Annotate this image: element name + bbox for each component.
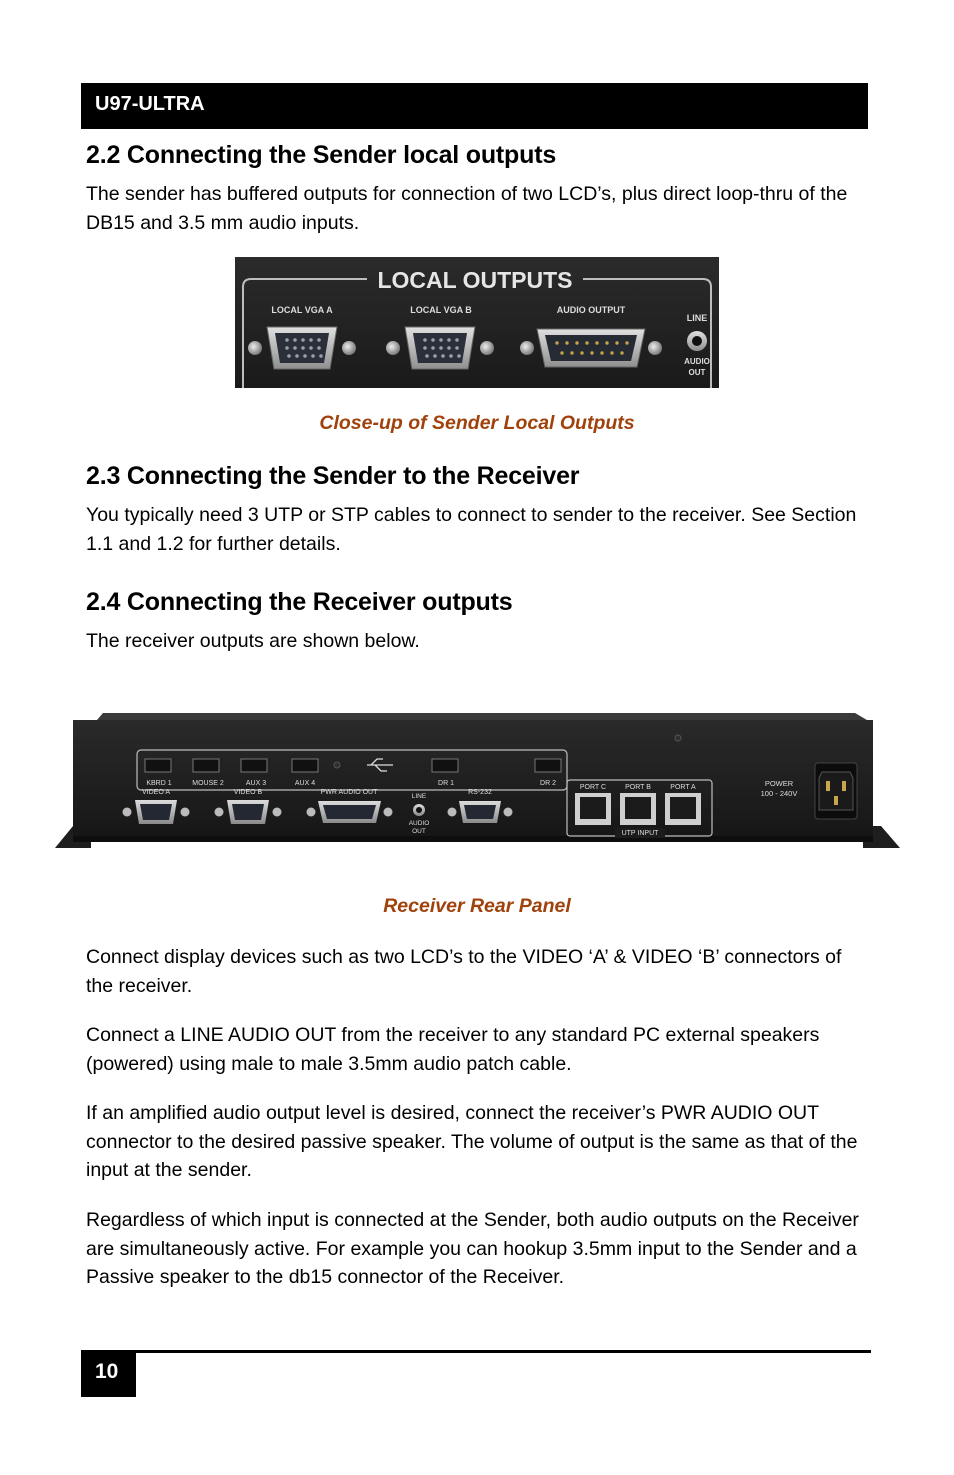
section-title-2-4: 2.4 Connecting the Receiver outputs [86,588,513,616]
paragraph-line-audio: Connect a LINE AUDIO OUT from the receiv… [86,1024,820,1075]
section-2-3-text: You typically need 3 UTP or STP cables t… [86,504,857,555]
power-inlet [814,762,858,820]
panel-title: LOCAL OUTPUTS [377,267,572,293]
pwr-audio-out-connector [306,801,393,823]
usb-label-dr2: DR 2 [540,780,556,787]
video-b-connector [214,800,282,824]
label-local-vga-a: LOCAL VGA A [271,305,333,315]
local-vga-b-connector [386,326,494,370]
paragraph-pwr-audio: If an amplified audio output level is de… [86,1102,858,1181]
label-video-a: VIDEO A [142,789,170,796]
label-rs232: RS-232 [468,789,492,796]
audio-output-connector [520,328,662,368]
label-utp-input: UTP INPUT [622,830,660,837]
label-video-b: VIDEO B [234,789,263,796]
footer-rule [81,1350,871,1353]
utp-ports [575,793,701,825]
local-vga-a-connector [248,326,356,370]
paragraph-both-outputs: Regardless of which input is connected a… [86,1209,859,1288]
usb-label-kbrd1: KBRD 1 [146,780,171,787]
usb-ports [144,758,562,773]
label-out: OUT [412,828,426,835]
usb-label-aux4: AUX 4 [295,780,315,787]
label-out: OUT [689,368,706,377]
page-number-box: 10 [81,1351,136,1397]
receiver-rear-panel-photo: KBRD 1 MOUSE 2 AUX 3 AUX 4 DR 1 DR 2 VID… [55,713,900,848]
label-power-range: 100 - 240V [761,789,798,798]
label-local-vga-b: LOCAL VGA B [410,305,472,315]
usb-label-aux3: AUX 3 [246,780,266,787]
label-audio: AUDIO [684,357,710,366]
section-title-2-2: 2.2 Connecting the Sender local outputs [86,141,557,169]
header-title: U97-ULTRA [95,93,205,115]
usb-label-dr1: DR 1 [438,780,454,787]
line-audio-out-jack [687,331,707,351]
label-audio: AUDIO [409,820,430,827]
label-port-c: PORT C [580,784,606,791]
section-2-4-text: The receiver outputs are shown below. [86,630,420,652]
label-pwr-audio-out: PWR AUDIO OUT [321,789,379,796]
section-title-2-3: 2.3 Connecting the Sender to the Receive… [86,462,580,490]
rs232-connector [447,801,513,823]
label-port-b: PORT B [625,784,651,791]
label-port-a: PORT A [670,784,696,791]
paragraph-video-connect: Connect display devices such as two LCD’… [86,946,842,997]
sender-local-outputs-photo: LOCAL OUTPUTS LOCAL VGA A LOCAL VGA B AU… [235,257,719,388]
label-power: POWER [765,779,794,788]
line-audio-out-jack [413,804,425,816]
video-a-connector [122,800,190,824]
label-line: LINE [412,793,427,800]
section-2-2-text: The sender has buffered outputs for conn… [86,183,848,234]
label-audio-output: AUDIO OUTPUT [557,305,626,315]
figure1-caption: Close-up of Sender Local Outputs [319,412,635,434]
usb-label-mouse2: MOUSE 2 [192,780,224,787]
running-header: U97-ULTRA [81,83,868,129]
label-line: LINE [687,313,708,323]
usb-icon [367,758,393,772]
figure2-caption: Receiver Rear Panel [383,895,571,917]
page-number: 10 [95,1360,119,1383]
